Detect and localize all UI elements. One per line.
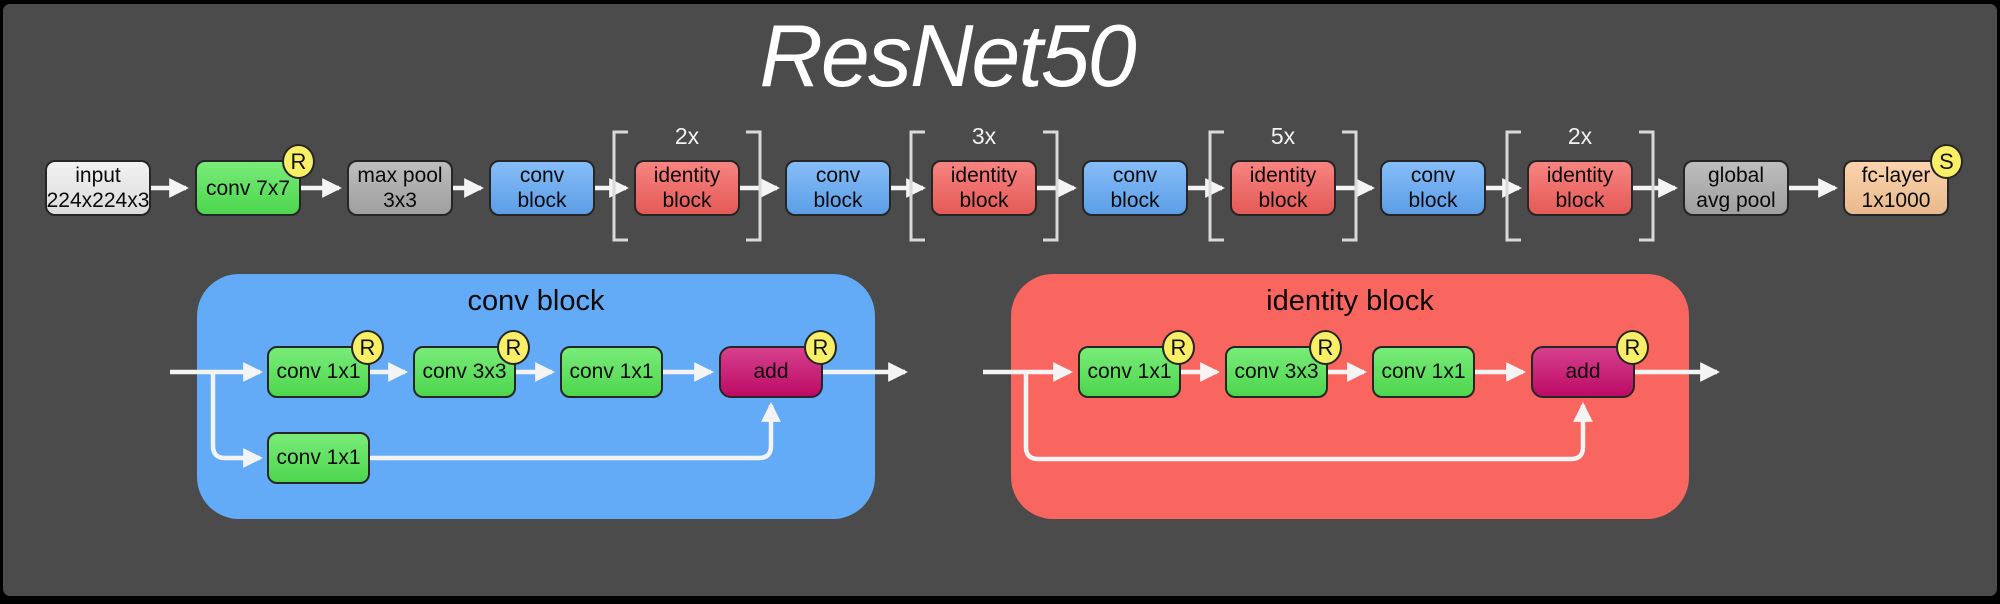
pipeline-node-maxpool: max pool 3x3 (347, 160, 453, 216)
node-label: block (517, 189, 567, 212)
pipeline-node-globalavgpool: global avg pool (1683, 160, 1789, 216)
identity-detail-conv1x1-b: conv 1x1 (1372, 346, 1475, 398)
conv-block-detail-title: conv block (467, 285, 605, 317)
pipeline-node-conv7x7: conv 7x7 R (195, 144, 315, 216)
repeat-label-5x: 5x (1270, 123, 1296, 149)
node-label: block (959, 189, 1009, 212)
pipeline-node-identityblock-4: identity block (1527, 160, 1633, 216)
node-label: conv 1x1 (1087, 360, 1172, 383)
node-label: block (1258, 189, 1308, 212)
node-label: identity (1249, 164, 1317, 187)
node-label: conv (815, 164, 861, 187)
relu-badge: R (1616, 330, 1649, 365)
pipeline-node-convblock-2: conv block (785, 160, 891, 216)
node-label: 1x1000 (1861, 189, 1931, 212)
pipeline-node-convblock-1: conv block (489, 160, 595, 216)
conv-detail-conv1x1-b: conv 1x1 (560, 346, 663, 398)
node-label: conv (519, 164, 565, 187)
conv-detail-shortcut-conv1x1: conv 1x1 (267, 432, 370, 484)
relu-badge: R (804, 330, 837, 365)
node-label: conv 3x3 (422, 360, 507, 383)
relu-badge: R (497, 330, 530, 365)
conv-detail-conv1x1-a: conv 1x1 R (267, 330, 384, 398)
page-title: ResNet50 (759, 6, 1136, 105)
node-label: add (753, 360, 789, 383)
node-label: identity (1546, 164, 1614, 187)
node-label: block (662, 189, 712, 212)
node-label: add (1565, 360, 1601, 383)
node-label: fc-layer (1861, 164, 1931, 187)
node-label: block (1408, 189, 1458, 212)
repeat-label-2x: 2x (674, 123, 700, 149)
pipeline-node-input: input 224x224x3 (45, 160, 151, 216)
node-label: conv 1x1 (1381, 360, 1466, 383)
node-label: conv 7x7 (205, 176, 291, 200)
identity-detail-conv3x3: conv 3x3 R (1225, 330, 1342, 398)
pipeline-node-convblock-3: conv block (1082, 160, 1188, 216)
identity-block-detail-title: identity block (1266, 285, 1434, 317)
repeat-label-3x: 3x (971, 123, 997, 149)
node-label: 224x224x3 (46, 189, 150, 212)
node-label: conv (1112, 164, 1158, 187)
conv-detail-conv3x3: conv 3x3 R (413, 330, 530, 398)
node-label: block (1555, 189, 1605, 212)
node-label: block (813, 189, 863, 212)
relu-badge: R (1162, 330, 1195, 365)
softmax-badge: S (1930, 144, 1963, 179)
pipeline-node-identityblock-3: identity block (1230, 160, 1336, 216)
node-label: conv 1x1 (276, 360, 361, 383)
node-label: conv 3x3 (1234, 360, 1319, 383)
relu-badge: R (1309, 330, 1342, 365)
pipeline-node-fclayer: fc-layer 1x1000 S (1843, 144, 1963, 216)
node-label: identity (653, 164, 721, 187)
node-label: input (75, 164, 121, 187)
diagram-canvas: ResNet50 conv block identity block (3, 4, 1997, 596)
pipeline-node-identityblock-1: identity block (634, 160, 740, 216)
pipeline-node-convblock-4: conv block (1380, 160, 1486, 216)
conv-detail-add: add R (719, 330, 837, 398)
identity-detail-conv1x1-a: conv 1x1 R (1078, 330, 1195, 398)
node-label: conv 1x1 (276, 446, 361, 469)
repeat-label-2x-2: 2x (1567, 123, 1593, 149)
node-label: block (1110, 189, 1160, 212)
pipeline-node-identityblock-2: identity block (931, 160, 1037, 216)
node-label: 3x3 (383, 189, 417, 212)
node-label: global (1707, 164, 1765, 187)
relu-badge: R (351, 330, 384, 365)
node-label: avg pool (1696, 189, 1776, 212)
relu-badge: R (282, 144, 315, 179)
node-label: conv (1410, 164, 1456, 187)
node-label: identity (950, 164, 1018, 187)
node-label: conv 1x1 (569, 360, 654, 383)
identity-detail-add: add R (1531, 330, 1649, 398)
node-label: max pool (357, 164, 443, 187)
